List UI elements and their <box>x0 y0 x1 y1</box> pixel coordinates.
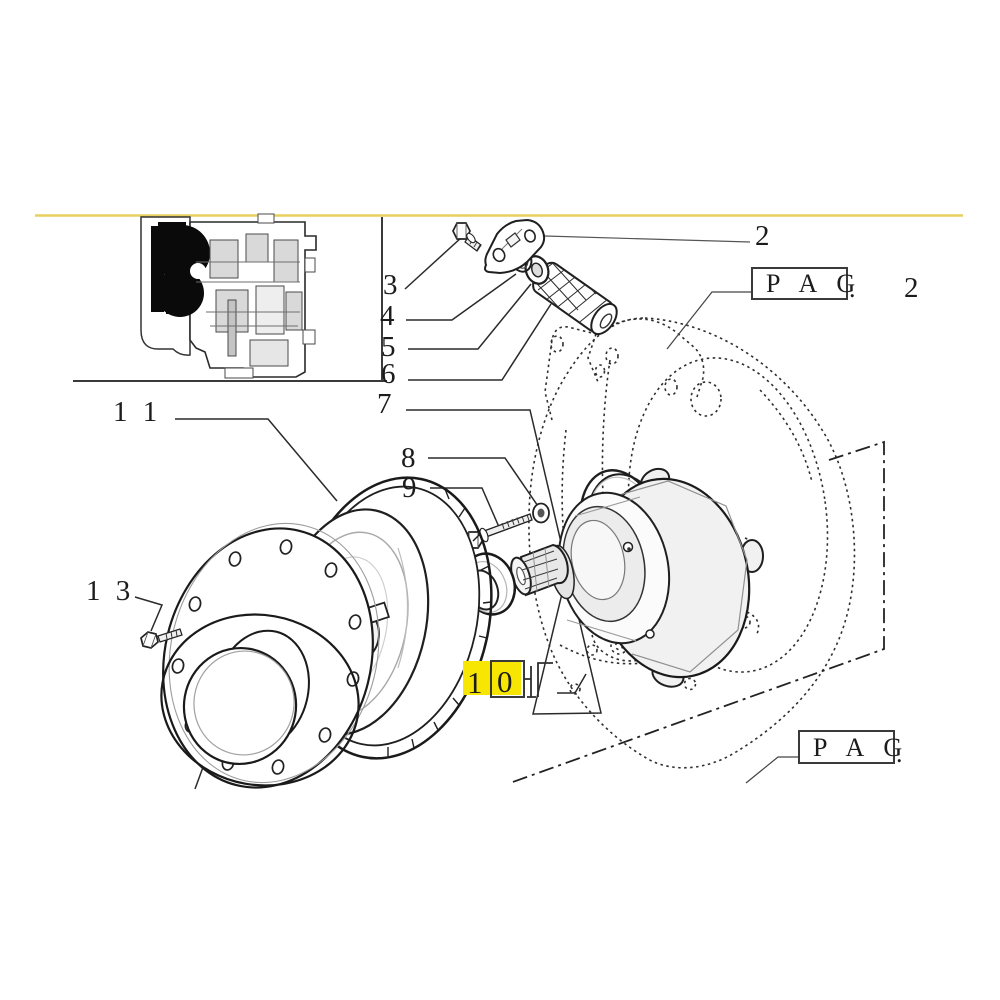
callout-6: 6 <box>381 358 396 390</box>
callout-4: 4 <box>380 300 395 332</box>
page-ref-bottom: P A G . <box>798 730 909 768</box>
callout-13: 1 3 <box>86 575 134 607</box>
page-ref-top-page: 2 <box>904 272 919 304</box>
suction-strainer-group <box>452 218 618 336</box>
callout-11: 1 1 <box>113 396 161 428</box>
callout-2: 2 <box>755 220 770 252</box>
pump-assembly <box>510 467 764 688</box>
section-boundary-line <box>509 440 885 784</box>
callout-10-digit-1: 1 <box>467 665 483 700</box>
callout-5: 5 <box>381 331 396 363</box>
plate-bolt <box>140 628 183 649</box>
page-ref-top-label: P A G <box>766 269 862 298</box>
callout-10-digit-0: 0 <box>497 664 513 699</box>
page-ref-bottom-dot: . <box>896 739 903 768</box>
callout-3: 3 <box>383 269 398 301</box>
callout-8: 8 <box>401 442 416 474</box>
page-ref-bottom-label: P A G <box>813 733 909 762</box>
callout-7: 7 <box>377 388 392 420</box>
drive-plate <box>140 522 380 789</box>
page-ref-top: P A G . 2 <box>751 267 919 304</box>
item-10-bracket <box>524 662 553 698</box>
transmission-thumbnail <box>73 213 387 382</box>
callout-9: 9 <box>402 472 417 504</box>
page-ref-top-dot: . <box>849 274 856 303</box>
